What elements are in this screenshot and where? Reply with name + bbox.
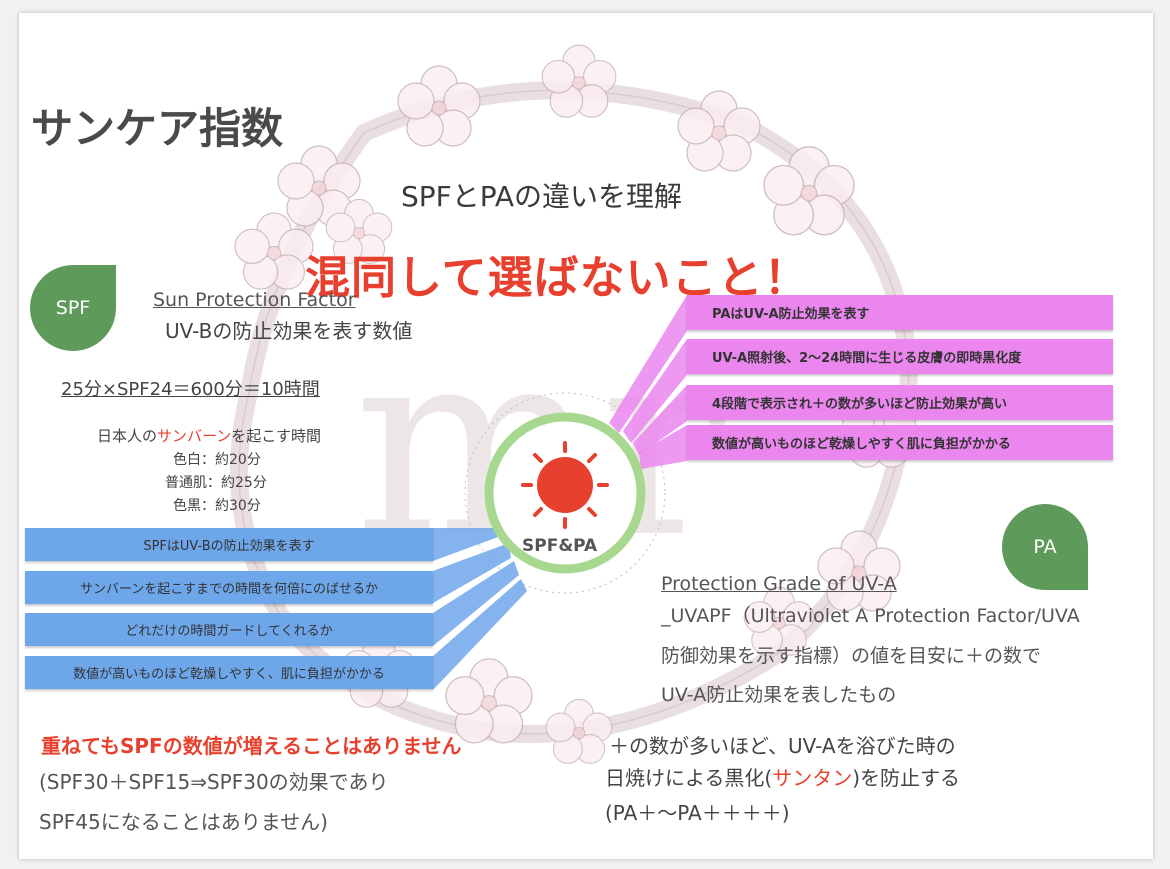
spf-bar-4: 数値が高いものほど乾燥しやすく、肌に負担がかかる [25, 656, 433, 689]
pa-heading: Protection Grade of UV-A [661, 573, 897, 595]
sunburn-time-label: 日本人のサンバーンを起こす時間 [97, 425, 321, 446]
skin-normal: 普通肌：約25分 [165, 475, 267, 491]
pa-bar-4: 数値が高いものほど乾燥しやすく肌に負担がかかる [687, 425, 1113, 460]
sunburn-post: を起こす時間 [231, 427, 321, 445]
pa-bar-1-text: PAはUV-A防止効果を表す [712, 307, 870, 322]
pa-badge: PA [1002, 504, 1088, 590]
pa-bar-3-text: 4段階で表示され＋の数が多いほど防止効果が高い [712, 397, 1008, 412]
spf-note-line-1: (SPF30＋SPF15⇒SPF30の効果であり [39, 770, 389, 794]
pa-bar-4-text: 数値が高いものほど乾燥しやすく肌に負担がかかる [712, 437, 1011, 452]
spf-bar-2: サンバーンを起こすまでの時間を何倍にのばせるか [25, 571, 433, 604]
spf-bar-1: SPFはUV-Bの防止効果を表す [25, 528, 433, 561]
pa-desc-line-2: 防御効果を示す指標）の値を目安に＋の数で [661, 645, 1042, 667]
sun-icon [521, 441, 609, 529]
pa-bar-1: PAはUV-A防止効果を表す [687, 295, 1113, 330]
spf-note-red: 重ねてもSPFの数値が増えることはありません [41, 734, 462, 758]
pa-note-line-1: ＋の数が多いほど、UV-Aを浴びた時の [609, 734, 956, 758]
center-label: SPF&PA [522, 536, 598, 556]
spf-formula: 25分×SPF24＝600分＝10時間 [61, 379, 320, 400]
pa-desc-line-3: UV-A防止効果を表したもの [661, 684, 897, 706]
sunburn-highlight: サンバーン [157, 427, 232, 445]
spf-bar-3: どれだけの時間ガードしてくれるか [25, 613, 433, 646]
spf-note-line-2: SPF45になることはありません) [39, 810, 328, 834]
pa-note2-pre: 日焼けによる黒化( [605, 766, 773, 790]
pa-note-line-2: 日焼けによる黒化(サンタン)を防止する [605, 762, 960, 791]
pa-desc-line-1: _UVAPF（Ultraviolet A Protection Factor/U… [661, 605, 1080, 627]
skin-fair: 色白：約20分 [173, 452, 261, 468]
pa-bar-2-text: UV-A照射後、2～24時間に生じる皮膚の即時黒化度 [712, 351, 1022, 366]
pa-note2-highlight: サンタン [772, 766, 853, 790]
pa-badge-label: PA [1033, 536, 1057, 558]
skin-dark: 色黒：約30分 [173, 498, 261, 514]
pa-note2-post: )を防止する [852, 766, 961, 790]
subtitle: SPFとPAの違いを理解 [401, 180, 683, 213]
pa-note-line-3: (PA＋～PA＋＋＋＋) [605, 801, 790, 825]
sunburn-pre: 日本人の [97, 427, 158, 445]
background-decoration: mr [230, 44, 919, 764]
page-title: サンケア指数 [31, 104, 284, 153]
spf-badge: SPF [30, 265, 116, 351]
spf-badge-label: SPF [55, 297, 91, 319]
pa-bar-3: 4段階で表示され＋の数が多いほど防止効果が高い [687, 385, 1113, 420]
spf-heading: Sun Protection Factor [153, 289, 356, 311]
pa-bar-2: UV-A照射後、2～24時間に生じる皮膚の即時黒化度 [687, 339, 1113, 374]
spf-description: UV-Bの防止効果を表す数値 [165, 319, 413, 343]
slide: mr サンケア指数 SPFと [19, 13, 1153, 859]
